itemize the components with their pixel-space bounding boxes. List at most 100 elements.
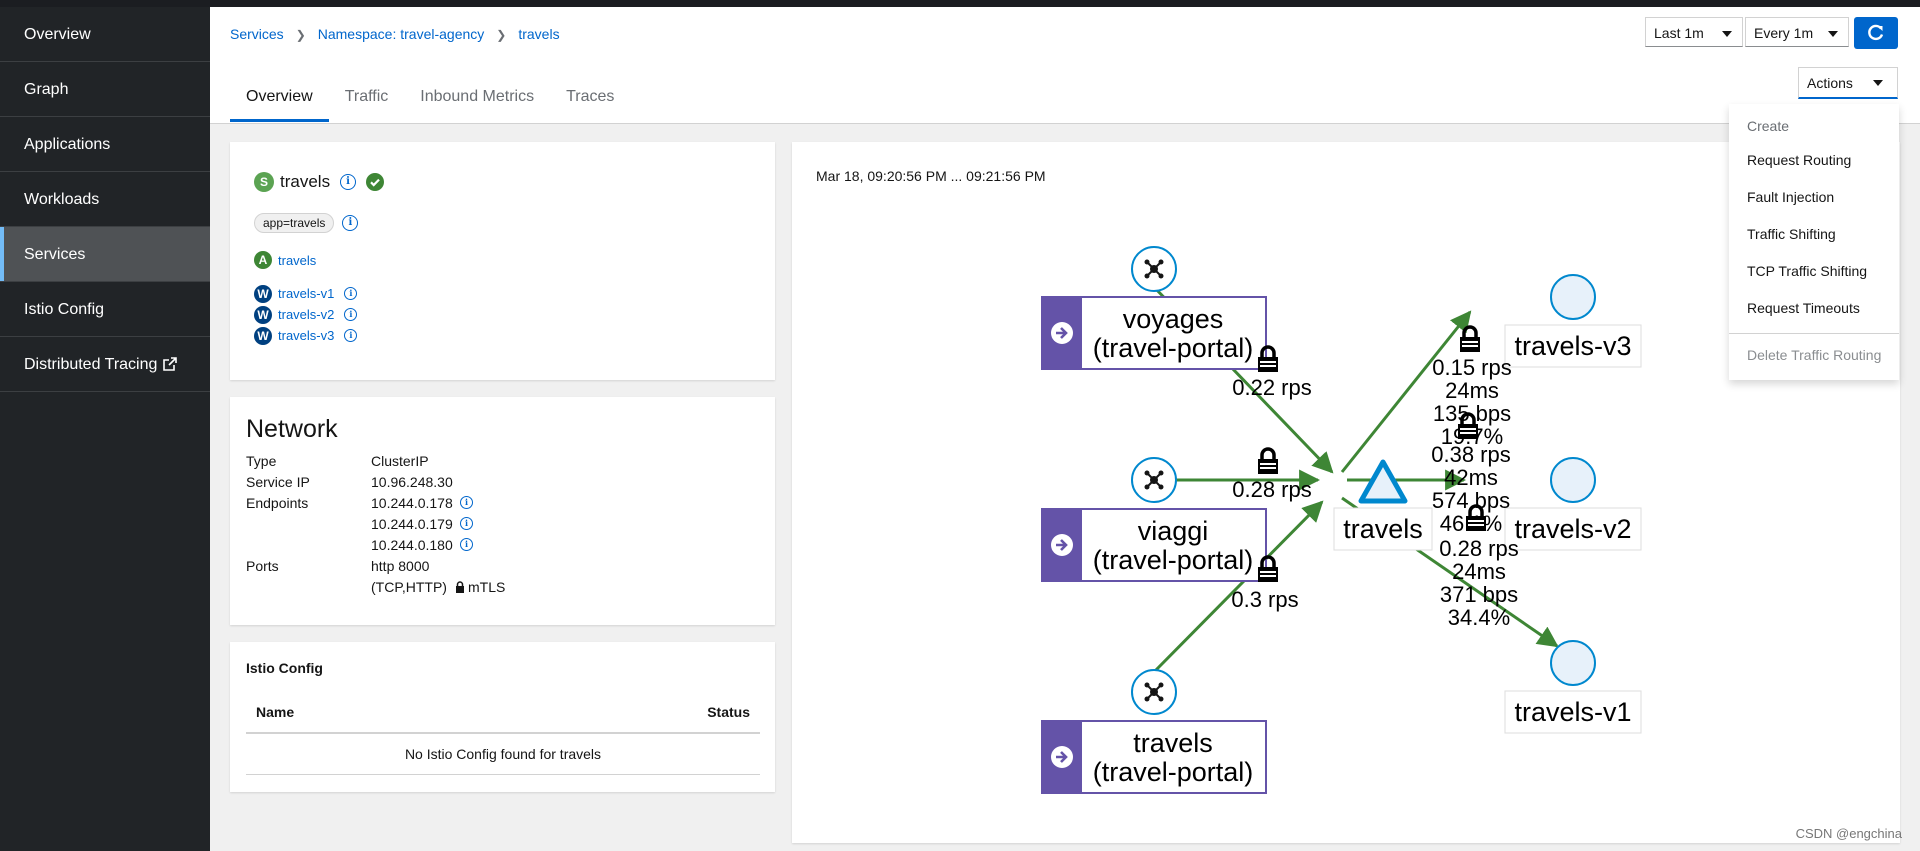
- info-icon[interactable]: i: [344, 308, 358, 321]
- sidebar-item-istio-config[interactable]: Istio Config: [0, 282, 210, 337]
- sidebar-item-applications[interactable]: Applications: [0, 117, 210, 172]
- sidebar-item-label: Workloads: [24, 191, 100, 208]
- sidebar-item-workloads[interactable]: Workloads: [0, 172, 210, 227]
- table-row: No Istio Config found for travels: [246, 733, 760, 775]
- edge-label: 0.22 rps: [1232, 375, 1312, 400]
- label-row: app=travels i: [254, 213, 359, 233]
- tab-overview[interactable]: Overview: [230, 84, 329, 122]
- source-name: voyages: [1123, 304, 1224, 334]
- app-badge: A: [254, 251, 272, 269]
- page-header: Services❯Namespace: travel-agency❯travel…: [210, 7, 1920, 124]
- service-ip-label: Service IP: [246, 474, 310, 490]
- menu-divider: [1729, 333, 1899, 334]
- breadcrumb: Services❯Namespace: travel-agency❯travel…: [230, 26, 560, 42]
- workload-link[interactable]: travels-v1: [278, 286, 335, 301]
- sidebar-item-label: Applications: [24, 136, 111, 153]
- edge-metric: 42ms: [1444, 465, 1498, 490]
- menu-item-request-timeouts[interactable]: Request Timeouts: [1747, 300, 1860, 316]
- source-box-travels-portal: travels (travel-portal): [1041, 720, 1267, 794]
- sidebar-item-label: Overview: [24, 26, 91, 43]
- time-range-select[interactable]: Last 1m: [1645, 17, 1743, 47]
- table-header-row: Name Status: [246, 692, 760, 734]
- workload-link[interactable]: travels-v3: [278, 328, 335, 343]
- info-icon[interactable]: i: [460, 496, 473, 509]
- menu-item-traffic-shifting[interactable]: Traffic Shifting: [1747, 226, 1836, 242]
- version-label: travels-v1: [1514, 697, 1631, 727]
- actions-dropdown-menu: Create Request Routing Fault Injection T…: [1729, 104, 1899, 380]
- sidebar-item-services[interactable]: Services: [0, 227, 210, 282]
- version-node-v1: travels-v1: [1504, 640, 1642, 734]
- menu-item-tcp-traffic-shifting[interactable]: TCP Traffic Shifting: [1747, 263, 1868, 279]
- sidebar: Overview Graph Applications Workloads Se…: [0, 7, 210, 851]
- service-badge: S: [254, 172, 274, 192]
- workload-link[interactable]: travels-v2: [278, 307, 335, 322]
- menu-item-request-routing[interactable]: Request Routing: [1747, 152, 1852, 168]
- mtls-label: mTLS: [468, 579, 506, 595]
- source-namespace: (travel-portal): [1093, 545, 1254, 575]
- edge-label: 0.28 rps: [1232, 477, 1312, 502]
- info-icon[interactable]: i: [460, 538, 473, 551]
- graph-edges: [1152, 285, 1559, 674]
- source-namespace: (travel-portal): [1093, 757, 1254, 787]
- hub-node-viaggi: [1131, 457, 1177, 503]
- breadcrumb-service[interactable]: travels: [518, 26, 560, 42]
- sidebar-item-overview[interactable]: Overview: [0, 7, 210, 62]
- sidebar-item-label: Graph: [24, 81, 69, 98]
- source-box-viaggi: viaggi (travel-portal): [1041, 508, 1267, 582]
- info-icon[interactable]: i: [342, 215, 359, 231]
- sidebar-item-distributed-tracing[interactable]: Distributed Tracing: [0, 337, 210, 392]
- service-graph: voyages (travel-portal) viaggi (travel-p…: [1041, 246, 1642, 794]
- caret-down-icon: [1828, 31, 1838, 37]
- graph-card: Mar 18, 09:20:56 PM ... 09:21:56 PM voya…: [792, 142, 1900, 843]
- app-link[interactable]: travels: [278, 252, 317, 268]
- column-header-name: Name: [246, 692, 494, 734]
- refresh-button[interactable]: [1854, 17, 1898, 49]
- source-namespace: (travel-portal): [1093, 333, 1254, 363]
- ports-value: http 8000: [371, 558, 430, 574]
- edge-metric: 371 bps: [1440, 582, 1518, 607]
- edge-metric: 0.28 rps: [1439, 536, 1519, 561]
- external-link-icon: [163, 357, 178, 371]
- actions-button[interactable]: Actions: [1798, 67, 1898, 99]
- edge-travels-v3: [1340, 310, 1472, 473]
- menu-item-fault-injection[interactable]: Fault Injection: [1747, 189, 1835, 205]
- tab-traffic[interactable]: Traffic: [344, 88, 389, 105]
- app-row: A travels: [254, 251, 316, 269]
- sidebar-item-label: Services: [24, 246, 86, 263]
- sidebar-item-graph[interactable]: Graph: [0, 62, 210, 117]
- istio-config-table: Name Status No Istio Config found for tr…: [246, 692, 760, 775]
- edge-metric: 24ms: [1452, 559, 1506, 584]
- type-label: Type: [246, 453, 277, 469]
- menu-item-delete-traffic-routing[interactable]: Delete Traffic Routing: [1747, 347, 1882, 363]
- source-box-voyages: voyages (travel-portal): [1041, 296, 1267, 370]
- tab-traces[interactable]: Traces: [566, 88, 615, 105]
- service-label: app=travels: [254, 213, 335, 233]
- source-name: travels: [1133, 728, 1213, 758]
- info-icon[interactable]: i: [344, 287, 358, 300]
- menu-section-create: Create: [1747, 118, 1790, 134]
- info-icon[interactable]: i: [340, 174, 357, 190]
- lock-icon: [1256, 555, 1280, 584]
- column-header-status: Status: [493, 692, 760, 734]
- check-circle-icon: [366, 173, 385, 191]
- service-ip-value: 10.96.248.30: [371, 474, 453, 490]
- graph-timestamp: Mar 18, 09:20:56 PM ... 09:21:56 PM: [816, 168, 1046, 184]
- endpoint-value: 10.244.0.179: [371, 516, 453, 532]
- info-icon[interactable]: i: [460, 517, 473, 530]
- lock-icon: [456, 581, 464, 593]
- chevron-right-icon: ❯: [496, 28, 507, 42]
- endpoint-value: 10.244.0.180: [371, 537, 453, 553]
- workload-badge: W: [254, 284, 272, 303]
- breadcrumb-namespace[interactable]: Namespace: travel-agency: [317, 26, 485, 42]
- hub-node-travels-portal: [1131, 669, 1177, 715]
- refresh-interval-value: Every 1m: [1754, 25, 1814, 41]
- workload-badge: W: [254, 305, 272, 324]
- tab-inbound-metrics[interactable]: Inbound Metrics: [420, 88, 535, 105]
- caret-down-icon: [1722, 31, 1732, 37]
- breadcrumb-services[interactable]: Services: [230, 26, 284, 42]
- info-icon[interactable]: i: [344, 329, 358, 342]
- center-service-label: travels: [1343, 514, 1423, 544]
- refresh-interval-select[interactable]: Every 1m: [1745, 17, 1849, 47]
